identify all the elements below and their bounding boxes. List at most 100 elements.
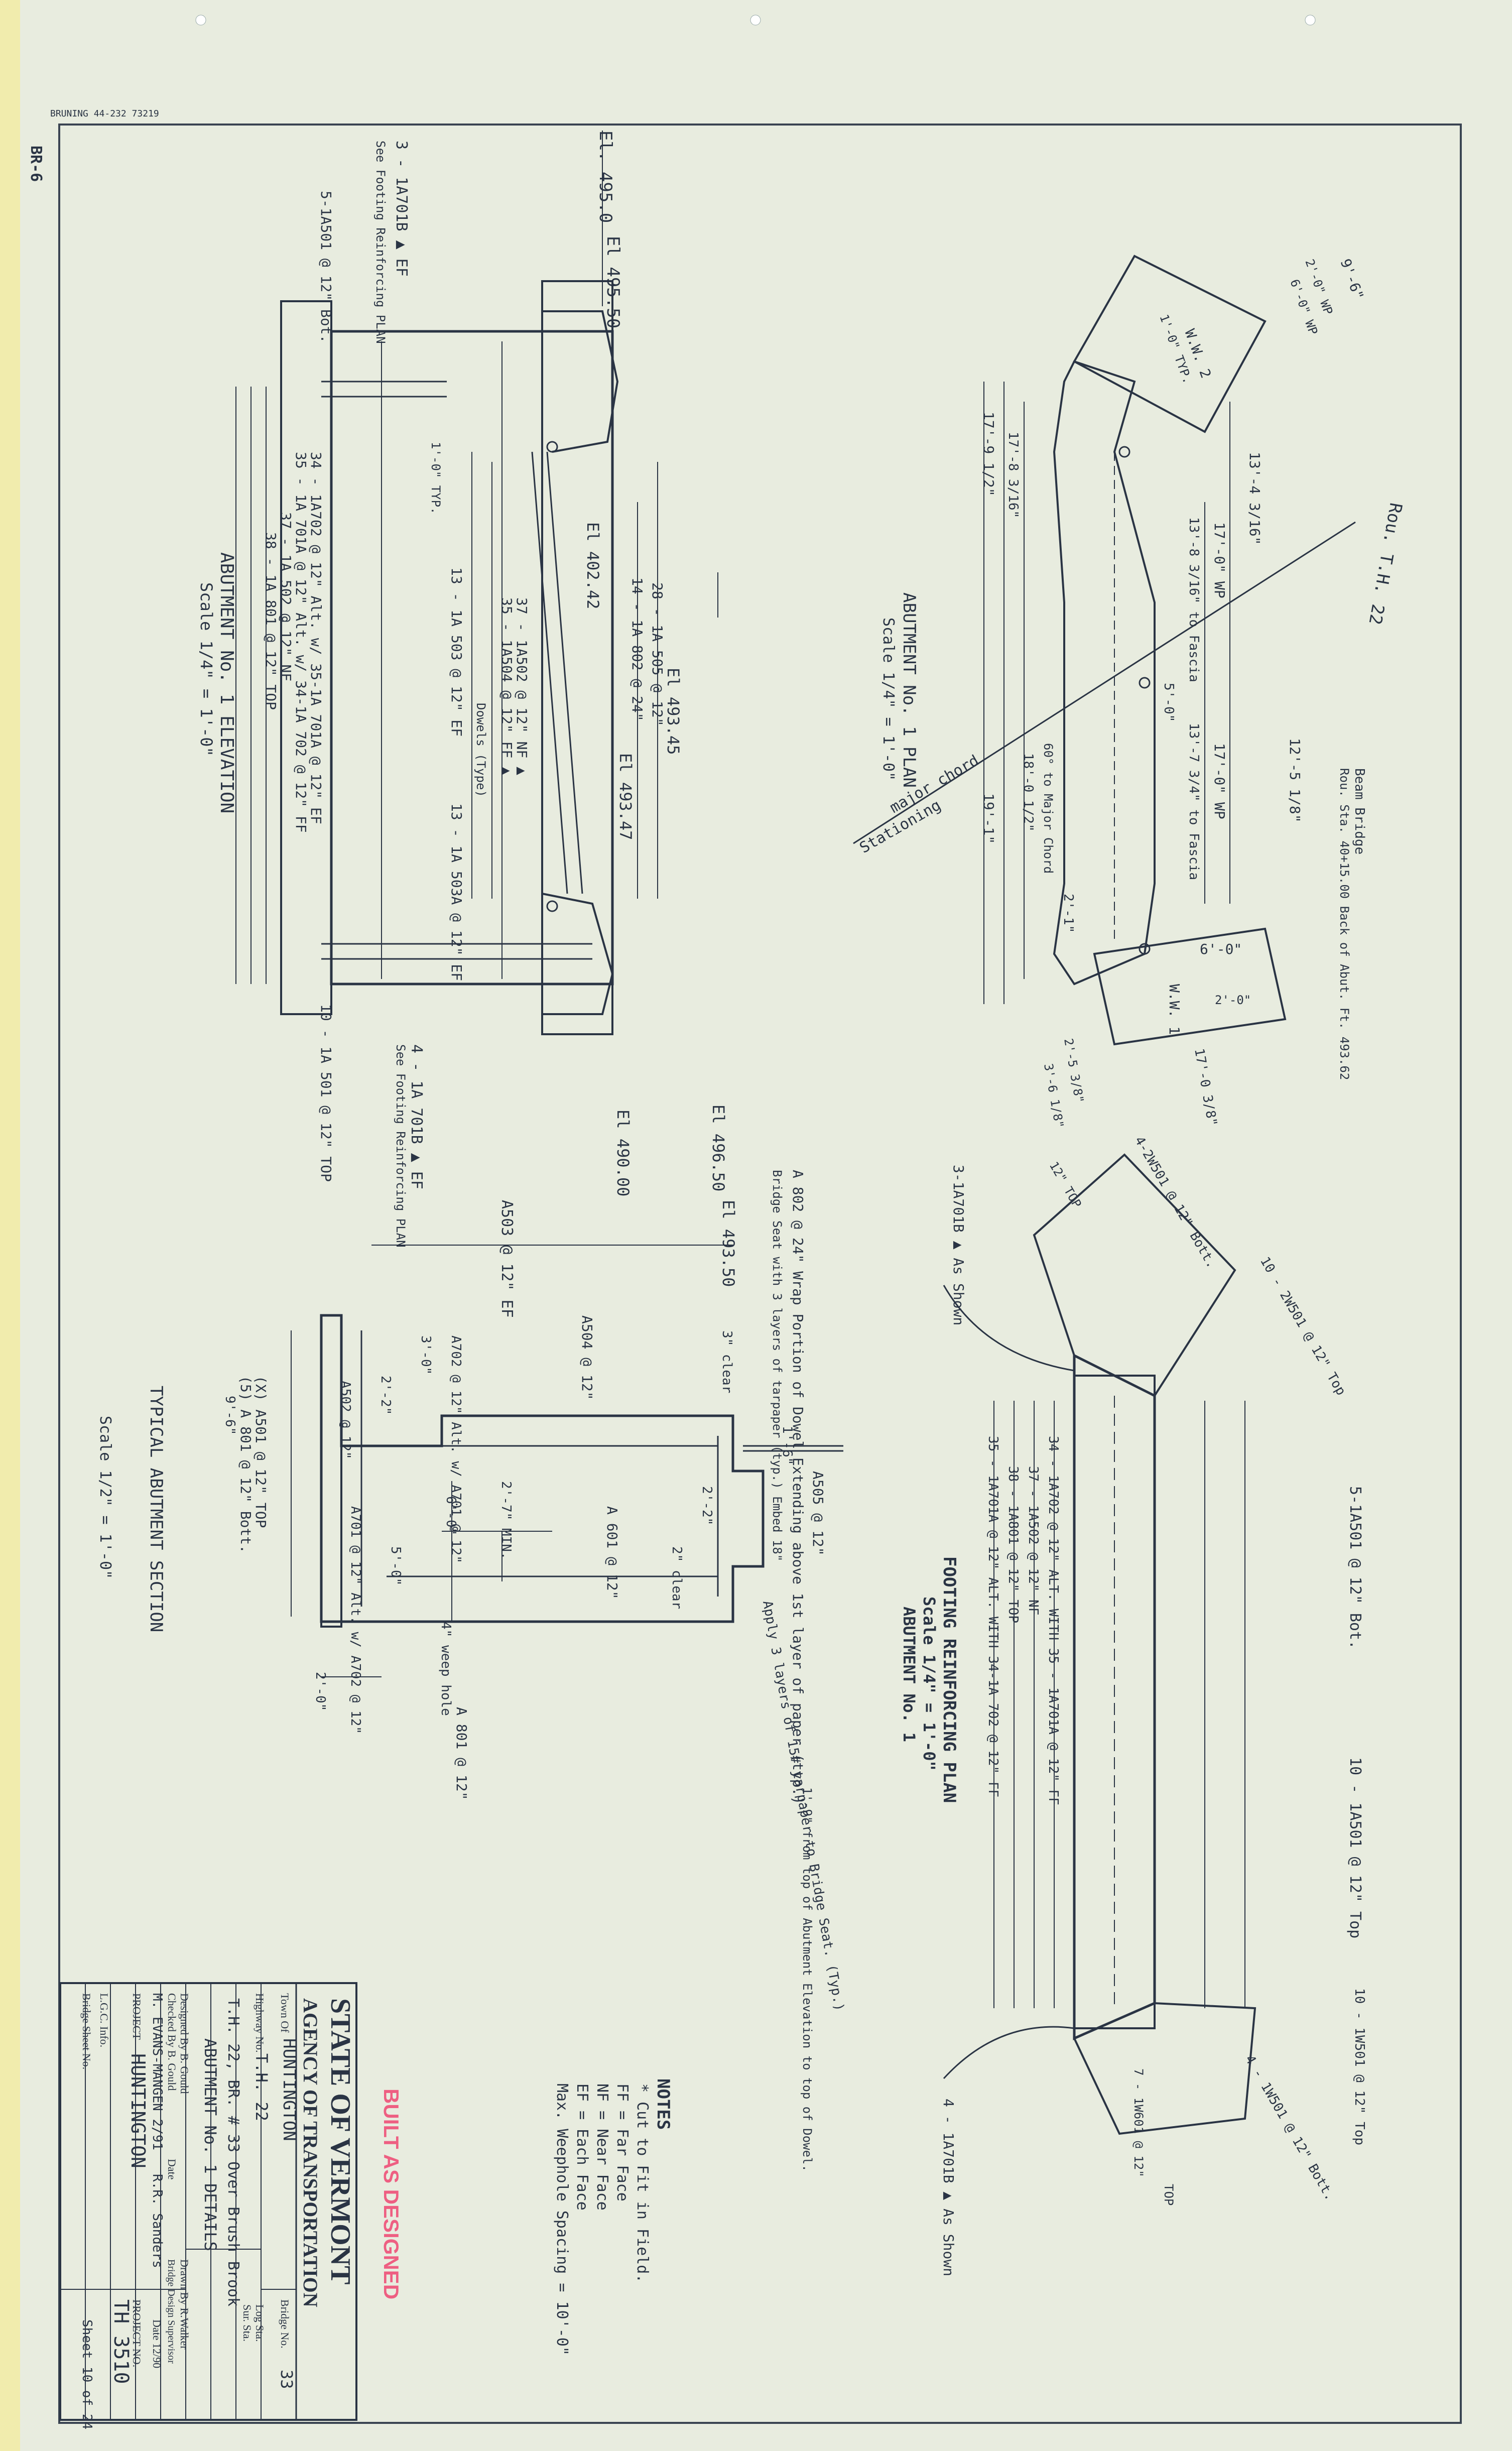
title-subtitle: ABUTMENT No. 1 DETAILS <box>201 2038 220 2251</box>
project-no-label: PROJECT NO. <box>131 2299 143 2367</box>
backwall-outline <box>541 280 613 1035</box>
built-as-designed-stamp: BUILT AS DESIGNED <box>380 2089 403 2299</box>
abutment-elevation <box>235 131 718 1035</box>
sheet-number: Sheet 10 of 24 <box>79 2319 94 2429</box>
footing-bar-37: 37 - 1A502 @ 12" NF <box>1026 1466 1041 1615</box>
dim-5-0: 5'-0" <box>1161 683 1176 722</box>
footing-title: FOOTING REINFORCING PLAN <box>939 1556 959 1803</box>
bar-10-label: 10 - 1A 501 @ 12" TOP <box>318 1004 334 1182</box>
a502-label: A502 @ 12" <box>338 1381 353 1459</box>
d-3-0: 3'-0" <box>418 1335 433 1375</box>
el-402-label: El 402.42 <box>583 522 602 609</box>
state-title: STATE OF VERMONT <box>325 1998 356 2284</box>
wingwall-2 <box>1073 255 1267 433</box>
bar-35-label: 35 - 1A 701A @ 12" Alt. w/ 34-1A 702 @ 1… <box>293 452 309 833</box>
footing-bar-35: 35 - 1A701A @ 12" ALT. WITH 34-1A 702 @ … <box>985 1436 1000 1797</box>
highway-value: T.H. 22 <box>252 2053 271 2121</box>
bar-38-label: 38 - 1A 801 @ 12" TOP <box>263 532 279 710</box>
footing-subtitle: ABUTMENT No. 1 <box>900 1607 919 1742</box>
drawn-by: Drawn By R.Walker <box>178 2259 191 2350</box>
dim-19-1: 19'-1" <box>980 793 997 844</box>
notes-line-1: * Cut to Fit in Field. <box>634 2084 651 2283</box>
title-block-frame <box>59 1982 357 2421</box>
abutment-plan <box>853 255 1356 1046</box>
dim-2-1: 2'-1" <box>1061 894 1076 933</box>
punch-hole <box>750 15 761 26</box>
footing-bar-5: 5-1A501 @ 12" Bot. <box>1346 1486 1364 1649</box>
bar-28-label: 28 - 1A 505 @ 12" <box>649 582 666 726</box>
el-496-label: El 496.50 <box>709 1105 728 1191</box>
el-493-45-label: El 493.45 <box>664 668 683 755</box>
a701-alt-label: A701 @ 12" Alt. w/ A702 @ 12" <box>348 1506 363 1734</box>
dim-17-8: 17'-8 3/16" <box>1005 432 1021 518</box>
plan-scale: Scale 1/4" = 1'-0" <box>879 618 897 781</box>
footing-bar-4-a: 4 - 1A701B ▲ As Shown <box>940 2099 957 2276</box>
a702-alt-label: A702 @ 12" Alt. w/ A701 @ 12" <box>448 1335 463 1563</box>
elevation-scale: Scale 1/4" = 1'-0" <box>197 582 216 757</box>
dim-17-9: 17'-9 1/2" <box>980 412 997 497</box>
footing-bar-38: 38 - 1A801 @ 12" TOP <box>1005 1466 1021 1623</box>
dim-18-0: 18'-0 1/2" <box>1021 753 1036 832</box>
beam-bridge-label: Beam Bridge <box>1352 768 1367 854</box>
plan-title: ABUTMENT No. 1 PLAN <box>899 592 919 788</box>
sheet-border <box>58 124 1462 2424</box>
project-no-value: TH 3510 <box>109 2299 133 2384</box>
typical-section <box>291 1245 843 1677</box>
footing-bar-34: 34 - 1A702 @ 12" ALT. WITH 35 - 1A701A @… <box>1046 1436 1061 1805</box>
bar-34-label: 34 - 1A702 @ 12" Alt. w/ 35-1A 701A @ 12… <box>308 452 324 824</box>
bruning-stamp: BRUNING 44-232 73219 <box>50 108 159 119</box>
footing-top2: TOP <box>1162 2184 1176 2205</box>
bridge-value: 33 <box>277 2370 296 2389</box>
elevation-title: ABUTMENT No. 1 ELEVATION <box>216 552 237 813</box>
agency-title: AGENCY OF TRANSPORTATION <box>299 1998 322 2307</box>
footing-plan <box>943 1153 1256 2135</box>
bridge-info-label: Rou. Sta. 40+15.00 Back of Abut. Ft. 493… <box>1337 768 1351 1080</box>
highway-label: Highway No. <box>254 1993 266 2053</box>
d-1-6: 1'-6" <box>780 1426 795 1465</box>
three-clear: 3" clear <box>719 1330 734 1393</box>
designed-by: Designed By B. Gould <box>178 1993 191 2094</box>
el-493-50-label: El 493.50 <box>719 1200 738 1287</box>
nine-six: 9'-6" <box>222 1396 237 1435</box>
el-top-label: El. 495.0 <box>595 131 615 223</box>
town-value: HUNTINGTON <box>279 2038 299 2141</box>
dim-17-0: 17'-0" WP <box>1211 522 1228 598</box>
a504-label: A504 @ 12" <box>579 1315 595 1400</box>
wingwall-top <box>542 310 619 453</box>
bar-13-bottom-label: 13 - 1A 503A @ 12" EF <box>448 803 465 981</box>
dim-13-4: 13'-4 3/16" <box>1246 452 1263 545</box>
town-label: Town Of <box>279 1993 291 2033</box>
engineer-sig: M. EVANS-MANGEN 2/91 <box>150 1993 165 2150</box>
weep-label: 4" weep hole <box>438 1622 453 1716</box>
a505-label: A505 @ 12" <box>810 1471 826 1556</box>
supervisor-sig: R.R. Sanders <box>150 2174 165 2268</box>
dim-13-7-fascia: 13'-7 3/4" to Fascia <box>1186 723 1201 880</box>
sheet-ref: BR-6 <box>27 146 45 182</box>
dim-2-0b: 2'-0" <box>1215 993 1251 1007</box>
log-sta: Log Sta. <box>254 2304 266 2342</box>
bar-13-top-label: 13 - 1A 503 @ 12" EF <box>448 567 465 737</box>
title-desc: T.H. 22, BR. # 33 Over Brush Brook <box>224 1998 242 2306</box>
bar-35-mid-label: 35 - 1A504 @ 12" FF ▲ <box>498 597 515 775</box>
a802-label: A 802 @ 24" Wrap Portion of Dowel Extend… <box>790 1170 806 1804</box>
elevation-labels: El. 495.0 El 495.50 El 402.42 El 493.45 … <box>197 131 738 1287</box>
footing-bar-10-1w: 10 - 1W501 @ 12" Top <box>1352 1988 1367 2145</box>
major-chord-line <box>853 521 1356 844</box>
a601-label: A 601 @ 12" <box>604 1506 620 1599</box>
x-note: (X) A501 @ 12" TOP <box>253 1376 269 1528</box>
dim-6-0b: 6'-0" <box>1200 941 1242 957</box>
punch-hole <box>1305 15 1316 26</box>
notes-line-5: Max. Weephole Spacing = 10'-0" <box>553 2084 571 2356</box>
see-footing-top: See Footing Reinforcing PLAN <box>373 141 388 344</box>
d-2-2b: 2'-2" <box>699 1486 714 1525</box>
bar-14-label: 14 - 1A 802 @ 24" <box>629 577 646 721</box>
d-2-2: 2'-2" <box>378 1376 393 1415</box>
footing-bar-7: 7 - 1W601 @ 12" <box>1131 2068 1146 2177</box>
notes-line-2: FF = Far Face <box>613 2084 631 2201</box>
el-493-47-label: El 493.47 <box>616 753 635 840</box>
wingwall-1 <box>1093 927 1287 1046</box>
sur-sta: Sur. Sta. <box>241 2304 254 2342</box>
two-clear: 2" clear <box>669 1546 684 1609</box>
el-490-label: El 490.00 <box>613 1110 633 1196</box>
